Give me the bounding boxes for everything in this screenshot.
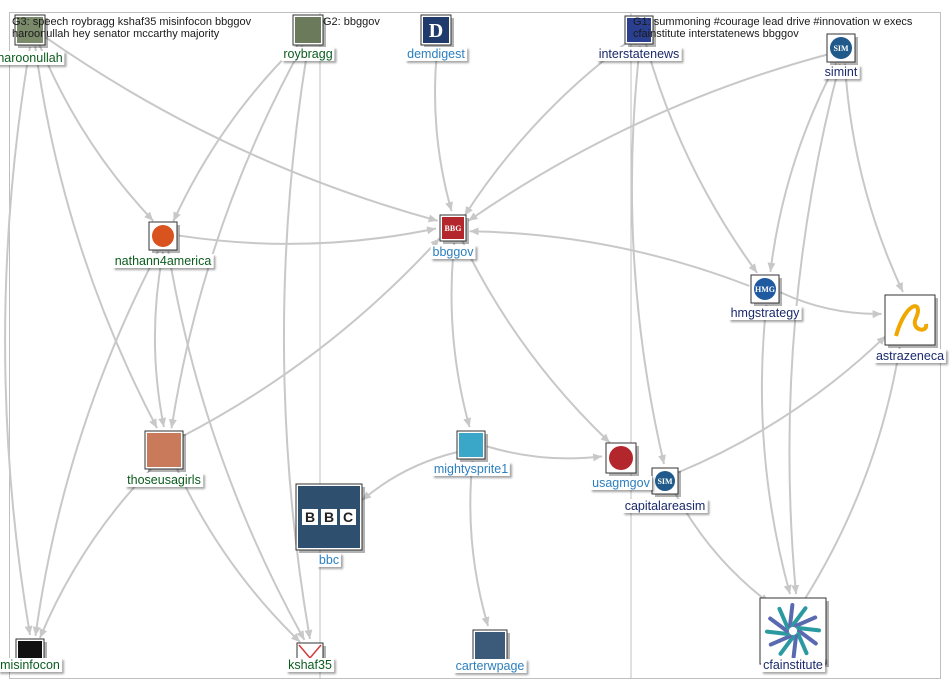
svg-text:BBG: BBG — [445, 224, 462, 233]
sim-logo-icon: SIM — [655, 471, 675, 491]
edge-thoseusagirls-misinfocon — [38, 466, 154, 639]
node-astrazeneca[interactable] — [884, 294, 938, 348]
edge-cfainstitute-astrazeneca — [804, 346, 903, 599]
edge-simint-astrazeneca — [843, 63, 904, 293]
group-g3-subtitle: haroonullah hey senator mccarthy majorit… — [12, 28, 220, 40]
edge-interstatenews-capitalareasim — [630, 45, 666, 465]
svg-text:C: C — [343, 509, 353, 525]
edge-thoseusagirls-kshaf35 — [175, 466, 301, 643]
edge-haroonullah-nathann4america — [38, 43, 154, 222]
node-bbggov[interactable]: BBG — [439, 214, 469, 244]
node-label-carterwpage[interactable]: carterwpage — [453, 659, 527, 673]
edge-nathann4america-misinfocon — [32, 250, 160, 636]
astrazeneca-logo-icon — [894, 304, 929, 337]
edge-hmgstrategy-bbggov — [469, 227, 750, 287]
node-hmgstrategy[interactable]: HMG — [750, 274, 782, 306]
node-haroonullah[interactable] — [14, 14, 48, 48]
edge-nathann4america-thoseusagirls — [153, 251, 167, 428]
node-label-kshaf35[interactable]: kshaf35 — [286, 658, 334, 672]
edge-roybragg-thoseusagirls — [168, 45, 304, 429]
group-label-g2: G2: bbggov — [323, 16, 380, 28]
node-roybragg[interactable] — [292, 14, 326, 48]
node-label-misinfocon[interactable]: misinfocon — [0, 658, 62, 672]
edge-nathann4america-kshaf35 — [167, 250, 306, 641]
node-label-capitalareasim[interactable]: capitalareasim — [622, 499, 708, 513]
node-label-cfainstitute[interactable]: cfainstitute — [761, 658, 825, 672]
edge-bbggov-mightysprite1 — [450, 242, 471, 428]
logo-icon — [459, 433, 483, 457]
svg-text:SIM: SIM — [657, 477, 673, 486]
profile-photo-icon — [475, 632, 505, 662]
node-interstatenews[interactable] — [624, 15, 656, 47]
node-label-simint[interactable]: simint — [822, 65, 860, 79]
edge-interstatenews-hmgstrategy — [645, 44, 758, 274]
edge-hmgstrategy-cfainstitute — [760, 304, 792, 595]
sim-logo-icon: SIM — [830, 37, 852, 59]
node-demdigest[interactable]: D — [420, 14, 454, 48]
edge-haroonullah-bbggov — [44, 36, 438, 223]
edge-roybragg-nathann4america — [172, 43, 299, 222]
node-usagmgov[interactable] — [605, 442, 639, 476]
badge-logo-icon — [152, 225, 174, 247]
group-photo-icon — [147, 433, 181, 467]
node-capitalareasim[interactable]: SIM — [651, 467, 681, 497]
edge-simint-cfainstitute — [788, 63, 841, 595]
letter-d-logo-icon: D — [423, 17, 449, 43]
edge-capitalareasim-astrazeneca — [677, 335, 887, 474]
edge-mightysprite1-carterwpage — [469, 460, 490, 627]
group-g2-title: G2: bbggov — [323, 16, 380, 28]
svg-text:D: D — [429, 20, 443, 42]
profile-photo-icon — [17, 17, 43, 43]
node-simint[interactable]: SIM — [826, 33, 858, 65]
node-label-roybragg[interactable]: roybragg — [281, 47, 335, 61]
edge-bbggov-usagmgov — [460, 239, 611, 444]
edge-nathann4america-bbggov — [178, 226, 437, 245]
edge-haroonullah-thoseusagirls — [34, 46, 158, 429]
svg-text:HMG: HMG — [755, 285, 775, 294]
node-label-interstatenews[interactable]: interstatenews — [596, 47, 682, 61]
edge-simint-bbggov — [467, 53, 827, 222]
node-mightysprite1[interactable] — [456, 430, 488, 462]
bbg-logo-icon: BBG — [442, 217, 464, 239]
node-label-demdigest[interactable]: demdigest — [405, 47, 467, 61]
broadcast-logo-icon — [609, 446, 633, 470]
cfa-logo-icon — [765, 603, 821, 659]
svg-text:SIM: SIM — [833, 44, 849, 53]
node-label-nathann4america[interactable]: nathann4america — [112, 254, 214, 268]
group-g1-title: G1: summoning #courage lead drive #innov… — [633, 16, 913, 28]
node-label-astrazeneca[interactable]: astrazeneca — [873, 349, 947, 363]
profile-photo-icon — [295, 17, 321, 43]
edge-mightysprite1-bbc — [361, 451, 457, 502]
hmg-logo-icon: HMG — [754, 278, 776, 300]
group-label-g3: G3: speech roybragg kshaf35 misinfocon b… — [12, 16, 251, 40]
edge-hmgstrategy-astrazeneca — [780, 291, 882, 319]
node-label-usagmgov[interactable]: usagmgov — [590, 476, 652, 490]
group-label-g1: G1: summoning #courage lead drive #innov… — [633, 16, 912, 40]
edge-interstatenews-bbggov — [463, 40, 629, 217]
node-label-bbggov[interactable]: bbggov — [430, 245, 476, 259]
group-g3-title: G3: speech roybragg kshaf35 misinfocon b… — [12, 16, 252, 28]
group-g1-subtitle: cfainstitute interstatenews bbggov — [633, 28, 799, 40]
svg-text:B: B — [324, 509, 334, 525]
node-label-hmgstrategy[interactable]: hmgstrategy — [728, 306, 802, 320]
node-label-haroonullah[interactable]: haroonullah — [0, 51, 65, 65]
logo-icon — [627, 18, 651, 42]
node-label-mightysprite1[interactable]: mightysprite1 — [431, 462, 511, 476]
edge-simint-hmgstrategy — [767, 62, 838, 272]
edge-demdigest-bbggov — [434, 46, 453, 212]
edge-thoseusagirls-bbggov — [180, 237, 441, 439]
node-thoseusagirls[interactable] — [144, 430, 186, 472]
svg-text:B: B — [305, 509, 315, 525]
edge-mightysprite1-usagmgov — [486, 445, 603, 462]
edge-roybragg-kshaf35 — [282, 46, 313, 640]
node-cfainstitute[interactable] — [759, 597, 829, 667]
node-label-bbc[interactable]: bbc — [316, 553, 342, 567]
node-label-thoseusagirls[interactable]: thoseusagirls — [125, 473, 203, 487]
node-nathann4america[interactable] — [148, 221, 180, 253]
edge-haroonullah-misinfocon — [4, 46, 33, 636]
